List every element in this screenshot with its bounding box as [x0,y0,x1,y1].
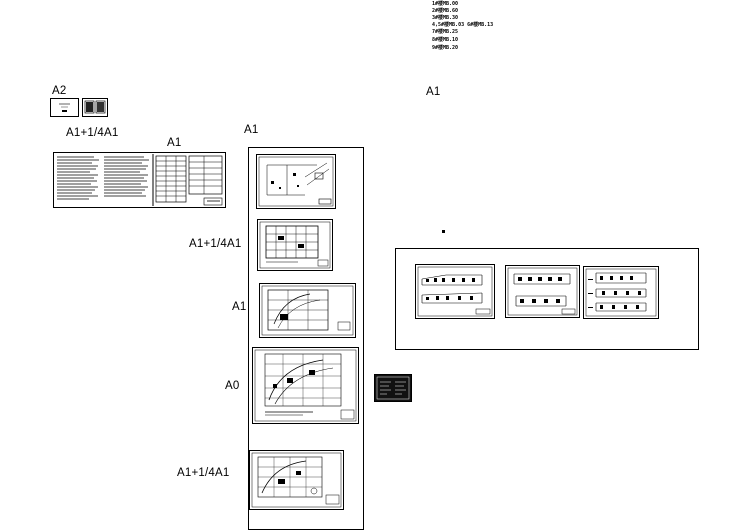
elevations-group-frame [395,248,699,350]
elevation-drawing-2 [507,267,578,316]
floor-plan-sheet-3[interactable] [259,283,356,338]
point-marker [442,230,445,233]
floor-plan-drawing-5 [251,452,342,508]
legend-line: 4,5#楼MB.03 6#楼MB.13 [432,22,494,28]
legend-line: 8#楼MB.10 [432,37,459,43]
legend-line: 7#楼MB.25 [432,29,459,35]
floor-plan-sheet-5[interactable] [249,450,344,510]
legend-line: 9#楼MB.20 [432,45,459,51]
sheet-label-a1-column-mid: A1 [232,301,247,313]
legend-line: 2#楼MB.60 [432,8,459,14]
sheet-label-a1-mid: A1 [167,137,182,149]
elevation-sheet-1[interactable] [415,264,495,319]
index-sheet-drawing [84,100,106,114]
sheet-label-a2: A2 [52,85,67,97]
cover-sheet-drawing [59,103,70,112]
site-plan-sheet-1[interactable] [256,154,336,209]
elevation-drawing-3 [585,268,657,317]
sheet-label-a1-right: A1 [426,86,441,98]
sheet-label-a1-quarter-column-1: A1+1/4A1 [189,238,242,250]
sheet-label-a1-column-top: A1 [244,124,259,136]
site-plan-drawing-1 [258,156,334,207]
detail-sheet[interactable] [374,374,412,402]
design-notes-drawing [57,154,223,206]
detail-sheet-drawing [376,376,410,400]
master-plan-drawing [254,349,357,422]
legend-line: 3#楼MB.30 [432,15,459,21]
sheet-label-a1-quarter-left: A1+1/4A1 [66,127,119,139]
design-notes-sheet[interactable] [53,152,226,208]
index-sheet[interactable] [82,98,108,117]
legend-block: 1#楼MB.00 2#楼MB.60 3#楼MB.30 4,5#楼MB.03 6#… [432,0,522,56]
cover-sheet[interactable] [50,98,79,117]
elevation-drawing-1 [417,266,493,317]
elevation-sheet-2[interactable] [505,265,580,318]
legend-line: 1#楼MB.00 [432,1,459,7]
elevation-sheet-3[interactable] [583,266,659,319]
master-plan-sheet-a0[interactable] [252,347,359,424]
sheet-label-a1-quarter-column-2: A1+1/4A1 [177,467,230,479]
floor-plan-drawing-3 [261,285,354,336]
floor-plan-sheet-2[interactable] [257,219,333,271]
floor-plan-drawing-2 [259,221,331,269]
sheet-label-a0: A0 [225,380,240,392]
